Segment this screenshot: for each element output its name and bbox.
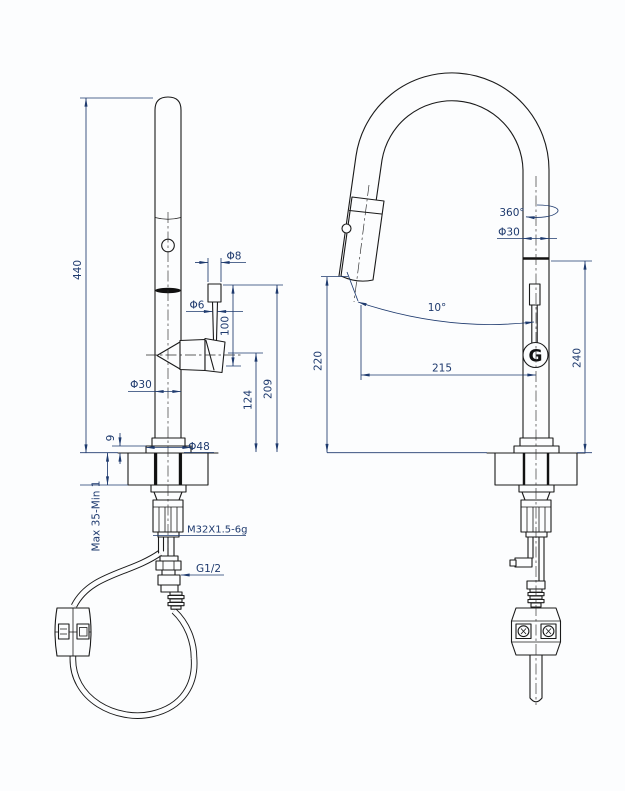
side-centerline-head	[353, 184, 370, 303]
front-handle	[156, 283, 226, 374]
side-tail-hose	[529, 654, 543, 703]
front-spout-column	[154, 96, 182, 439]
side-lever-knob	[528, 283, 541, 306]
dim-inlet-label: G1/2	[196, 563, 221, 575]
side-spray-head	[340, 196, 385, 282]
brand-logo	[522, 341, 549, 369]
front-dimensions: 440 Φ8 Φ6 100 124 209 Φ30 Φ48	[72, 97, 283, 577]
side-weight-screw-right	[542, 625, 555, 638]
dim-knob-209: 209	[263, 379, 275, 399]
front-countertop-section	[117, 452, 219, 486]
front-weight-screw-left	[57, 623, 70, 640]
dim-phi48: Φ48	[188, 441, 210, 453]
dim-flange-9: 9	[105, 435, 117, 442]
dim-thread-label: M32X1.5-6g	[187, 525, 247, 536]
front-hoses	[69, 550, 198, 719]
front-hose-corrugation	[167, 591, 185, 610]
dim-height-440: 440	[72, 260, 84, 280]
front-hose-collar	[159, 555, 179, 562]
side-dimensions: 360° Φ30 10° 220 215 240	[313, 204, 592, 454]
side-handle-lever: G	[522, 283, 549, 369]
front-lever-knob	[207, 283, 222, 303]
side-view: G	[313, 72, 592, 705]
dim-rotation-360: 360°	[499, 207, 524, 219]
side-base	[513, 437, 560, 454]
brand-logo-letter: G	[529, 347, 543, 367]
dim-height-220: 220	[313, 351, 325, 371]
dim-countertop-range: Max 35-Min 1	[91, 481, 103, 552]
front-inlet-valve	[155, 560, 182, 571]
side-shank-fittings	[509, 484, 555, 608]
front-counterweight	[54, 607, 92, 657]
side-elbow-fitting	[514, 557, 533, 568]
dim-angle-10: 10°	[428, 302, 447, 314]
dim-phi8: Φ8	[227, 251, 242, 263]
side-weight-screw-left	[517, 625, 530, 638]
front-shank-fittings	[150, 484, 187, 610]
side-head-button	[341, 223, 352, 234]
front-view: 440 Φ8 Φ6 100 124 209 Φ30 Φ48	[54, 96, 283, 719]
dim-height-240: 240	[572, 348, 584, 368]
dim-handle-124: 124	[243, 390, 255, 410]
dim-phi30-front: Φ30	[130, 379, 152, 391]
front-base	[145, 437, 192, 454]
dim-phi6: Φ6	[190, 300, 205, 312]
dim-lever-100: 100	[220, 316, 232, 336]
dim-reach-215: 215	[432, 363, 452, 375]
dim-phi30-side: Φ30	[498, 227, 520, 239]
